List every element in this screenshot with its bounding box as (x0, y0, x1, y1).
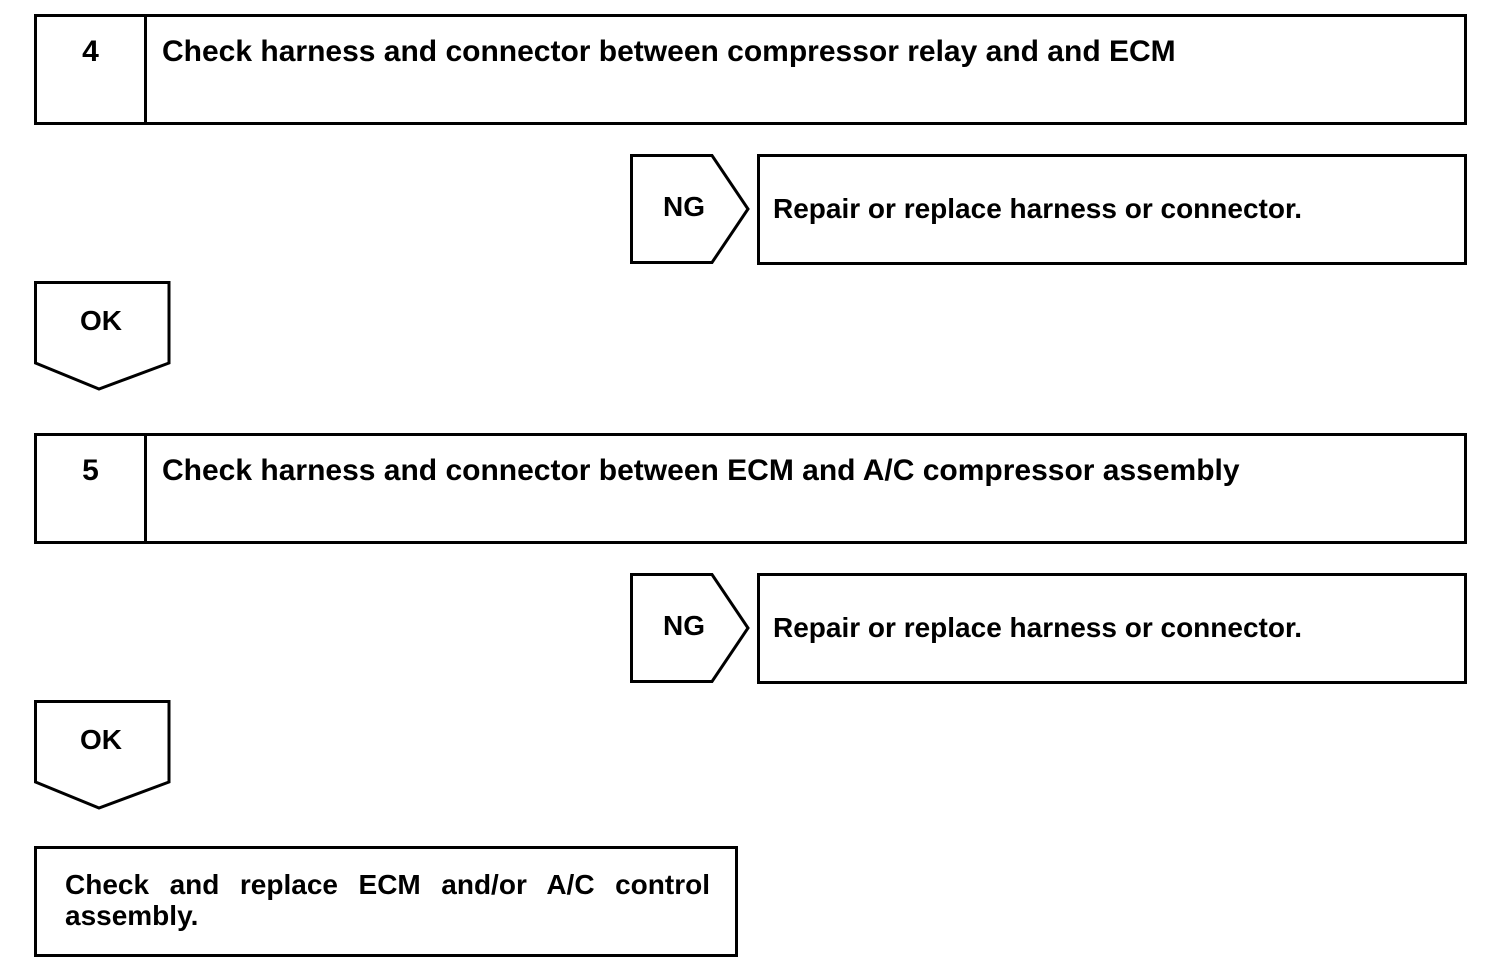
ok-label: OK (80, 724, 122, 755)
step-number: 4 (37, 17, 147, 122)
step-title: Check harness and connector between comp… (162, 35, 1176, 68)
ok-arrow-shape (34, 700, 171, 810)
ok-arrow-4: OK (34, 281, 172, 393)
ok-arrow-shape (34, 281, 171, 391)
ng-action-box-4: Repair or replace harness or connector. (757, 154, 1467, 265)
step-box-5: 5 Check harness and connector between EC… (34, 433, 1467, 544)
ng-action-text: Repair or replace harness or connector. (773, 612, 1303, 643)
ok-arrow-5: OK (34, 700, 172, 812)
ok-label: OK (80, 305, 122, 336)
ng-action-text: Repair or replace harness or connector. (773, 193, 1303, 224)
ng-arrow-shape (630, 154, 750, 264)
ng-label: NG (663, 610, 705, 641)
final-action-text: Check and replace ECM and/or A/C control… (65, 869, 710, 931)
ng-arrow-shape (630, 573, 750, 683)
step-box-4: 4 Check harness and connector between co… (34, 14, 1467, 125)
final-action-box: Check and replace ECM and/or A/C control… (34, 846, 738, 957)
ng-label: NG (663, 191, 705, 222)
step-number: 5 (37, 436, 147, 541)
ng-action-box-5: Repair or replace harness or connector. (757, 573, 1467, 684)
ng-arrow-4: NG (630, 154, 752, 266)
ng-arrow-5: NG (630, 573, 752, 685)
step-title: Check harness and connector between ECM … (162, 454, 1240, 487)
